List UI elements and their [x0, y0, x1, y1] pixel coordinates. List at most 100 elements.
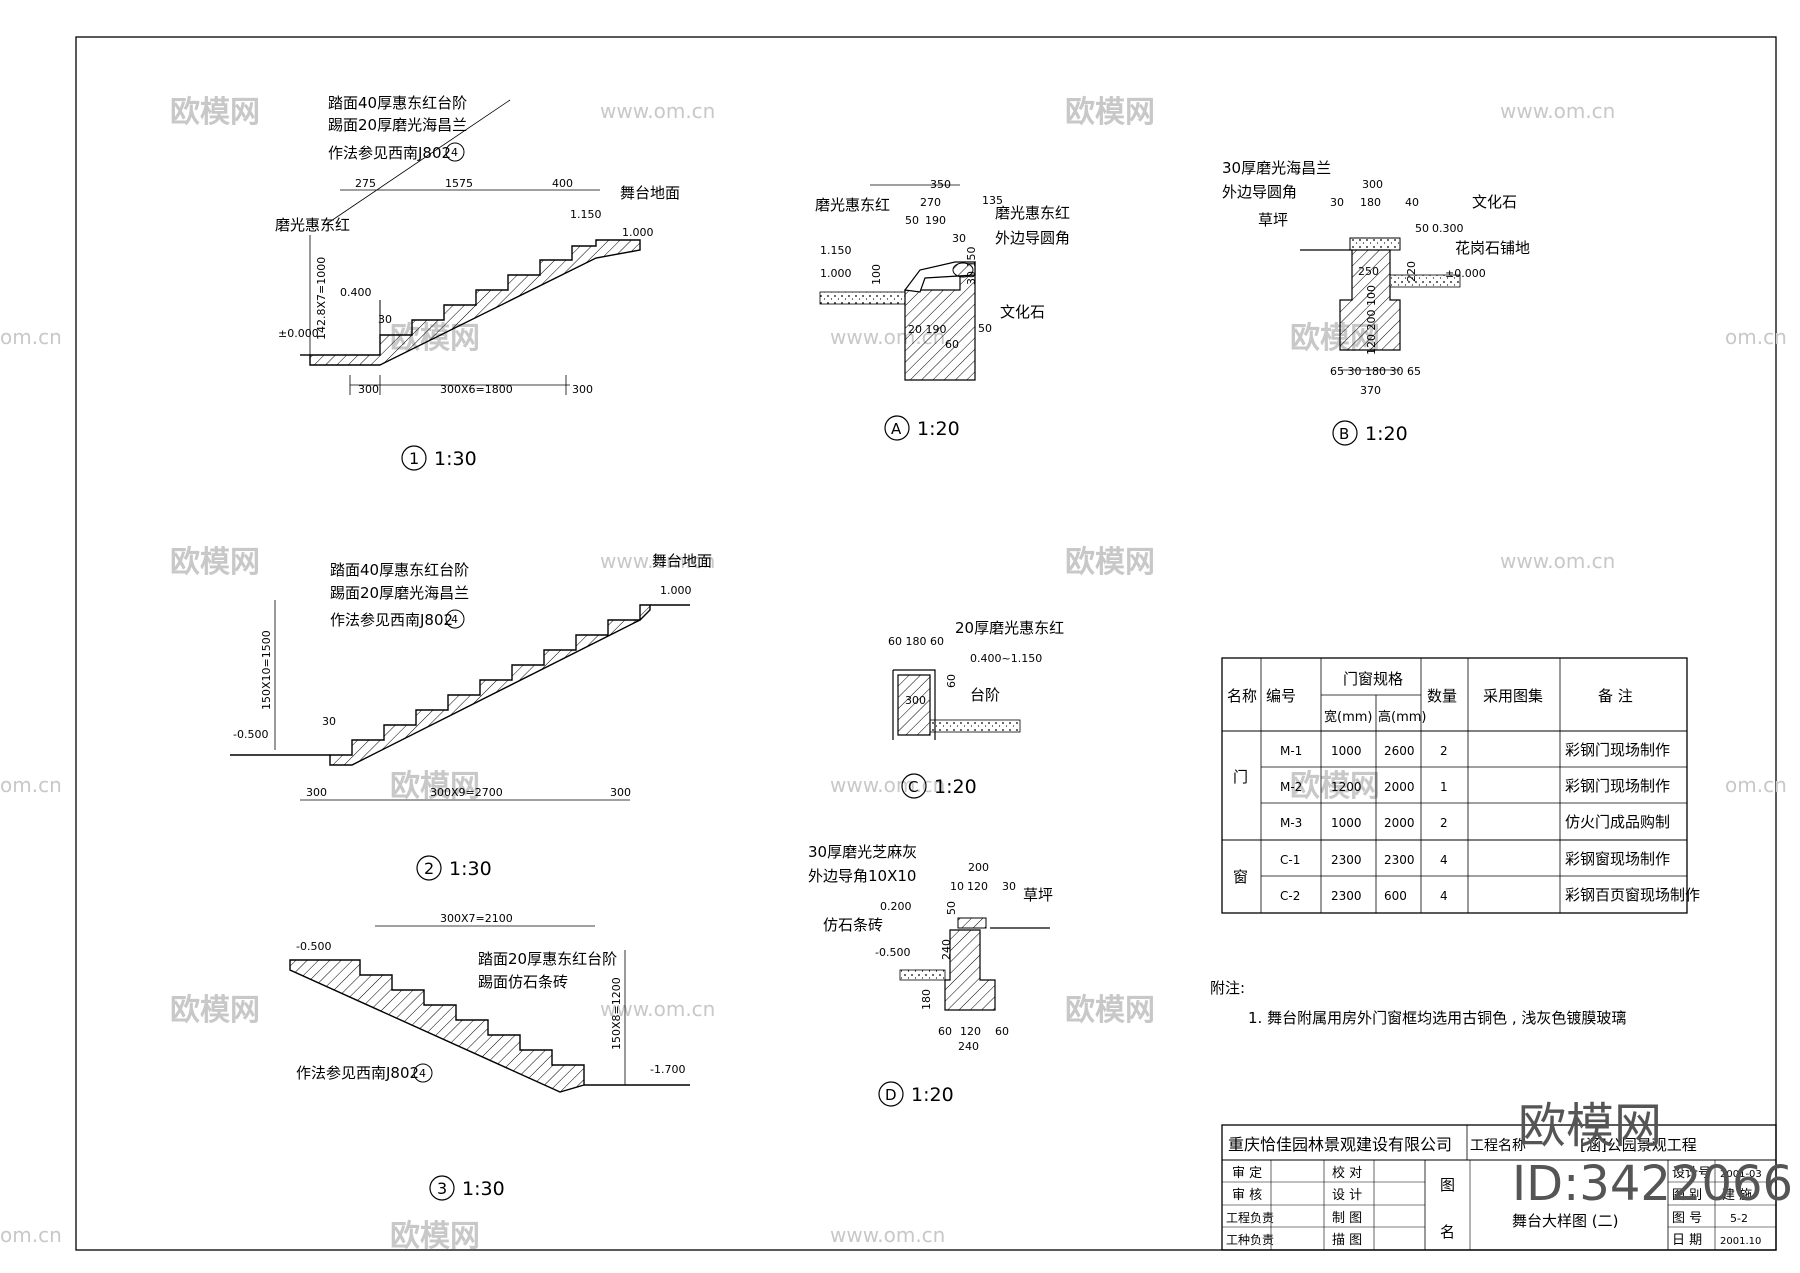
dim: 200	[968, 861, 989, 874]
watermark-edge: om.cn	[1725, 325, 1787, 349]
dim-vertical: 150X10=1500	[260, 630, 273, 710]
dim: 240	[958, 1040, 979, 1053]
dim: 180	[920, 989, 933, 1010]
detail-scale: 1:20	[917, 418, 960, 440]
elev: -0.500	[233, 728, 268, 741]
cell-q: 2	[1440, 816, 1448, 830]
detail-1: 踏面40厚惠东红台阶 踢面20厚磨光海昌兰 作法参见西南J802 4 舞台地面 …	[275, 94, 680, 471]
note-ref: 作法参见西南J802	[296, 1064, 419, 1082]
tb-cell: 审 核	[1232, 1188, 1262, 1203]
th-width: 宽(mm)	[1324, 709, 1372, 725]
dim: 30	[1330, 196, 1344, 209]
cell-h: 2600	[1384, 744, 1415, 758]
cell-remark: 彩钢百页窗现场制作	[1565, 886, 1700, 904]
notes: 附注: 1. 舞台附属用房外门窗框均选用古铜色 , 浅灰色镀膜玻璃	[1210, 979, 1626, 1027]
cell-w: 1000	[1331, 744, 1362, 758]
th-spec: 门窗规格	[1343, 670, 1403, 688]
detail-b: 30厚磨光海昌兰 外边导圆角 草坪 文化石 花岗石铺地 300 30 180 4…	[1222, 159, 1530, 446]
dim: 400	[552, 177, 573, 190]
dim: 350	[930, 178, 951, 191]
cell-code: C-1	[1280, 853, 1300, 867]
dim: 135	[982, 194, 1003, 207]
dim: 50	[1415, 222, 1429, 235]
detail-number: 2	[424, 859, 434, 878]
tb-val: 2001.10	[1720, 1236, 1761, 1247]
watermark-id: ID:3422066	[1512, 1156, 1793, 1212]
note-ref: 作法参见西南J802	[330, 611, 453, 629]
note-tread: 踏面40厚惠东红台阶	[328, 94, 467, 112]
dim: 100	[870, 264, 883, 285]
cell-code: M-3	[1280, 816, 1302, 830]
watermark-brand: 欧模网	[1065, 95, 1155, 130]
dim-vertical: 142.8X7=1000	[315, 257, 328, 340]
cell-remark: 彩钢门现场制作	[1565, 777, 1670, 795]
tb-val: 5-2	[1730, 1212, 1748, 1225]
watermark-site: www.om.cn	[1500, 549, 1615, 573]
stair-section	[309, 239, 641, 366]
detail-scale: 1:20	[934, 776, 977, 798]
dim: 30	[322, 715, 336, 728]
th-code: 编号	[1266, 687, 1296, 705]
watermark-brand: 欧模网	[1065, 545, 1155, 580]
tb-cell: 设 计	[1332, 1188, 1362, 1203]
dim: 250	[1358, 265, 1379, 278]
label-stone: 磨光惠东红	[815, 196, 890, 214]
dim: 1575	[445, 177, 473, 190]
tb-val: 建 施	[1722, 1188, 1752, 1203]
dim: 50	[978, 322, 992, 335]
watermark-site: www.om.cn	[1500, 99, 1615, 123]
dim: 190	[925, 214, 946, 227]
tb-ming: 名	[1440, 1223, 1455, 1241]
th-name: 名称	[1227, 687, 1257, 705]
dim: 30	[1002, 880, 1016, 893]
tb-val: 2001-03	[1720, 1169, 1762, 1180]
tb-cell: 工种负责	[1226, 1233, 1274, 1247]
dim: 300	[358, 383, 379, 396]
tb-key: 设计号	[1672, 1166, 1711, 1181]
tb-cell: 工程负责	[1226, 1210, 1274, 1225]
watermark-site: www.om.cn	[830, 773, 945, 797]
project-label: 工程名称	[1470, 1138, 1526, 1154]
elev: 0.400~1.150	[970, 652, 1042, 665]
dim: 300	[572, 383, 593, 396]
label-stage-floor: 舞台地面	[620, 184, 680, 202]
tb-cell: 审 定	[1232, 1166, 1262, 1181]
watermark-brand: 欧模网	[390, 1219, 480, 1254]
label-grass: 草坪	[1258, 211, 1288, 229]
cell-code: M-2	[1280, 780, 1302, 794]
notes-title: 附注:	[1210, 979, 1245, 997]
cell-h: 2300	[1384, 853, 1415, 867]
note-ref: 作法参见西南J802	[328, 144, 451, 162]
dim: 30 150	[965, 247, 978, 286]
watermark-brand: 欧模网	[390, 769, 480, 804]
dim: 30	[378, 313, 392, 326]
label-culture-stone: 文化石	[1472, 193, 1517, 211]
cell-w: 2300	[1331, 853, 1362, 867]
ref-circle: 4	[419, 1067, 426, 1080]
detail-c: 20厚磨光惠东红 0.400~1.150 台阶 60 180 60 60 300…	[888, 619, 1064, 799]
elev: 0.300	[1432, 222, 1464, 235]
note: 20厚磨光惠东红	[955, 619, 1064, 637]
tb-key: 日 期	[1672, 1233, 1702, 1248]
label-stone: 磨光惠东红	[995, 204, 1070, 222]
dim: 275	[355, 177, 376, 190]
dim: 60	[938, 1025, 952, 1038]
cell-code: C-2	[1280, 889, 1300, 903]
project-name: [涵]公园景观工程	[1580, 1136, 1697, 1154]
detail-scale: 1:20	[1365, 423, 1408, 445]
dim: 300X7=2100	[440, 912, 513, 925]
detail-scale: 1:30	[462, 1178, 505, 1200]
dim: 120 200 100	[1365, 285, 1378, 355]
ref-circle: 4	[451, 146, 458, 159]
watermark-brand-large: 欧模网	[1518, 1098, 1662, 1154]
dim: 120	[960, 1025, 981, 1038]
tb-tu: 图	[1440, 1176, 1455, 1194]
cell-w: 2300	[1331, 889, 1362, 903]
tb-key: 图 别	[1672, 1188, 1702, 1203]
label-grass: 草坪	[1023, 886, 1053, 904]
th-qty: 数量	[1427, 687, 1457, 705]
tb-cell: 制 图	[1332, 1211, 1362, 1226]
